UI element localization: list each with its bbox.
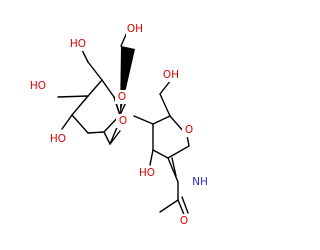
bonds-glycosidic bbox=[109, 130, 121, 145]
atom-label-ring-o-sugar: O bbox=[118, 91, 126, 103]
atom-label-ho-3: HO bbox=[30, 80, 46, 92]
bonds-sugar-substituents bbox=[57, 29, 129, 130]
atom-label-oh-glycal: OH bbox=[163, 69, 179, 81]
atom-label-oh-top: OH bbox=[127, 23, 143, 35]
atom-label-ring-o-glycal: O bbox=[185, 124, 193, 136]
bonds-glycal-ring bbox=[133, 115, 190, 177]
atom-label-carbonyl-o: O bbox=[180, 215, 188, 227]
atom-label-nh: NH bbox=[192, 176, 208, 188]
bonds-glycal-substituents bbox=[149, 79, 189, 218]
atom-label-glycosidic-o: O bbox=[119, 115, 127, 127]
atom-label-ho-2: HO bbox=[50, 133, 66, 145]
atom-label-ho-glycal: HO bbox=[139, 167, 155, 179]
wedge-bond bbox=[120, 46, 135, 115]
atom-label-ho-4: HO bbox=[70, 38, 86, 50]
atom-labels: OH HO HO HO O O OH O HO NH O bbox=[28, 22, 210, 228]
molecule-structure: OH HO HO HO O O OH O HO NH O bbox=[28, 22, 210, 228]
bonds-sugar-ring bbox=[71, 61, 121, 145]
